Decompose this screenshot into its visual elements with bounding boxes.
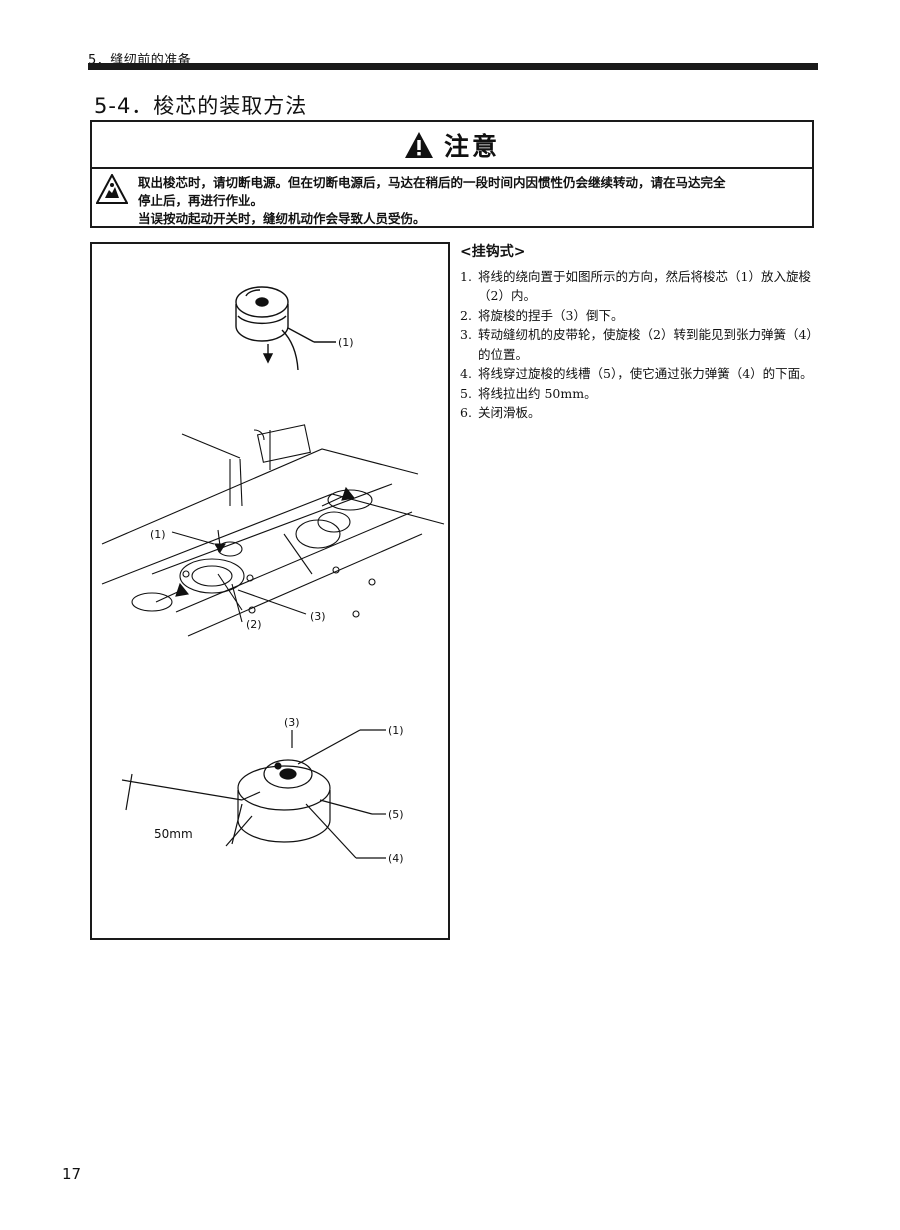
step-number: 3. — [460, 327, 472, 342]
step-number: 4. — [460, 366, 472, 381]
section-title: 5-4．梭芯的装取方法 — [94, 94, 308, 118]
figure-label: (1) — [338, 336, 354, 349]
machine-bed-drawing — [101, 424, 445, 637]
instruction-step: 5. 将线拉出约 50mm。 — [460, 384, 820, 404]
warning-triangle-icon — [404, 131, 433, 158]
hand-injury-warning-icon — [96, 174, 128, 204]
caution-line: 当误按动起动开关时，缝纫机动作会导致人员受伤。 — [138, 211, 426, 226]
rotary-hook-drawing — [121, 729, 386, 859]
figure-label: (3) — [310, 610, 326, 623]
step-text: 关闭滑板。 — [478, 405, 541, 420]
step-number: 2. — [460, 307, 472, 323]
page-number: 17 — [62, 1165, 82, 1183]
figure-label: (3) — [284, 716, 300, 729]
instruction-step: 3. 转动缝纫机的皮带轮，使旋梭（2）转到能见到张力弹簧（4）的位置。 — [460, 325, 820, 364]
step-text: 将线拉出约 50mm。 — [478, 385, 597, 401]
caution-divider — [92, 167, 812, 169]
step-text: 将线穿过旋梭的线槽（5），使它通过张力弹簧（4）的下面。 — [478, 366, 813, 381]
figure-label: (1) — [150, 528, 166, 541]
instruction-step: 2. 将旋梭的捏手（3）倒下。 — [460, 306, 820, 326]
instructions-heading: <挂钩式> — [460, 244, 526, 260]
figure-label: (4) — [388, 852, 404, 865]
caution-box: 注意 取出梭芯时，请切断电源。但在切断电源后，马达在稍后的一段时间内因惯性仍会继… — [90, 120, 814, 228]
figure-label: (5) — [388, 808, 404, 821]
caution-header: 注意 — [92, 122, 812, 167]
header-rule — [88, 63, 818, 70]
figure-panel: (1) — [90, 242, 450, 940]
caution-text: 取出梭芯时，请切断电源。但在切断电源后，马达在稍后的一段时间内因惯性仍会继续转动… — [138, 174, 808, 228]
bobbin-installation-illustration: (1) — [101, 286, 445, 865]
step-text: 将旋梭的捏手（3）倒下。 — [478, 307, 624, 323]
bobbin-drawing — [235, 286, 336, 371]
step-text: 转动缝纫机的皮带轮，使旋梭（2）转到能见到张力弹簧（4）的位置。 — [478, 327, 819, 362]
caution-line: 取出梭芯时，请切断电源。但在切断电源后，马达在稍后的一段时间内因惯性仍会继续转动… — [138, 175, 726, 190]
figure-label: (1) — [388, 724, 404, 737]
dimension-label: 50mm — [154, 827, 193, 841]
instruction-step: 6. 关闭滑板。 — [460, 403, 820, 423]
step-text: 将线的绕向置于如图所示的方向，然后将梭芯（1）放入旋梭（2）内。 — [478, 268, 811, 304]
figure-label: (2) — [246, 618, 262, 631]
step-number: 6. — [460, 405, 472, 420]
step-number: 1. — [460, 268, 472, 284]
instruction-step: 1. 将线的绕向置于如图所示的方向，然后将梭芯（1）放入旋梭（2）内。 — [460, 267, 820, 306]
instructions: <挂钩式> 1. 将线的绕向置于如图所示的方向，然后将梭芯（1）放入旋梭（2）内… — [460, 243, 820, 423]
caution-line: 停止后，再进行作业。 — [138, 193, 264, 208]
step-number: 5. — [460, 385, 472, 401]
caution-heading: 注意 — [443, 131, 500, 161]
instruction-step: 4. 将线穿过旋梭的线槽（5），使它通过张力弹簧（4）的下面。 — [460, 364, 820, 384]
